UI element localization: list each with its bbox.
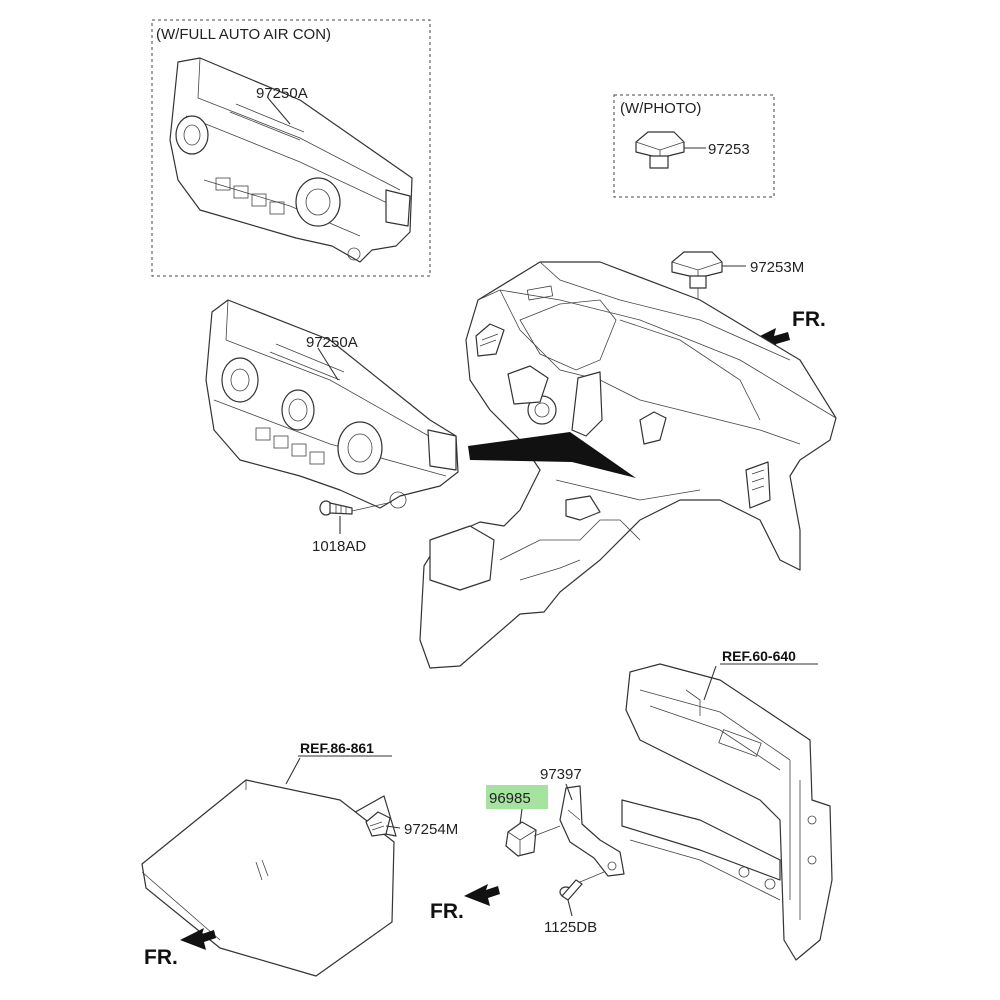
- leader-ref-86-861: [285, 757, 301, 785]
- part-96985: 96985: [489, 790, 531, 807]
- screw-icon: [319, 500, 393, 516]
- leader-97250a-main: [317, 347, 339, 381]
- front-frame-assembly: [621, 663, 833, 961]
- leader-97250a-top: [267, 97, 291, 125]
- dashboard-assembly: [419, 261, 837, 669]
- fr-label-windshield: FR.: [144, 946, 178, 969]
- windshield-glass: [141, 779, 397, 977]
- ref-60-640: REF.60-640: [722, 648, 796, 664]
- install-pointer-icon: [468, 432, 636, 478]
- part-97250a-main: 97250A: [306, 334, 358, 351]
- leader-1125db: [567, 899, 573, 917]
- leader-ref-60-640: [703, 665, 717, 701]
- sensor-96985-icon: [505, 821, 561, 857]
- heater-control-unit-full-auto: [169, 57, 413, 263]
- highlight-box: [486, 785, 548, 809]
- fr-label-bracket: FR.: [430, 900, 464, 923]
- photo-sensor-icon: [635, 131, 685, 169]
- part-97253m: 97253M: [750, 259, 804, 276]
- fr-arrow-bracket-icon: [464, 884, 500, 906]
- full-auto-variant-box: [151, 19, 431, 277]
- leader-96985: [519, 808, 523, 825]
- part-97397: 97397: [540, 766, 582, 783]
- fr-arrow-windshield-icon: [180, 928, 216, 950]
- bracket-assembly: [559, 785, 625, 877]
- photo-variant-label: (W/PHOTO): [620, 100, 701, 117]
- heater-control-unit: [205, 299, 459, 509]
- leader-97397: [565, 783, 573, 801]
- photo-variant-box: [613, 94, 775, 198]
- part-1018ad: 1018AD: [312, 538, 366, 555]
- ref-86-861: REF.86-861: [300, 740, 374, 756]
- fr-arrow-dash-icon: [752, 328, 790, 352]
- part-1125db: 1125DB: [544, 919, 597, 936]
- part-97254m: 97254M: [404, 821, 458, 838]
- part-97250a-top: 97250A: [256, 85, 308, 102]
- photo-sensor-dash-icon: [671, 251, 723, 328]
- part-97253: 97253: [708, 141, 750, 158]
- bolt-icon: [559, 871, 605, 901]
- fr-label-dash: FR.: [792, 308, 826, 331]
- leader-97254m: [385, 825, 401, 829]
- full-auto-variant-label: (W/FULL AUTO AIR CON): [156, 26, 331, 43]
